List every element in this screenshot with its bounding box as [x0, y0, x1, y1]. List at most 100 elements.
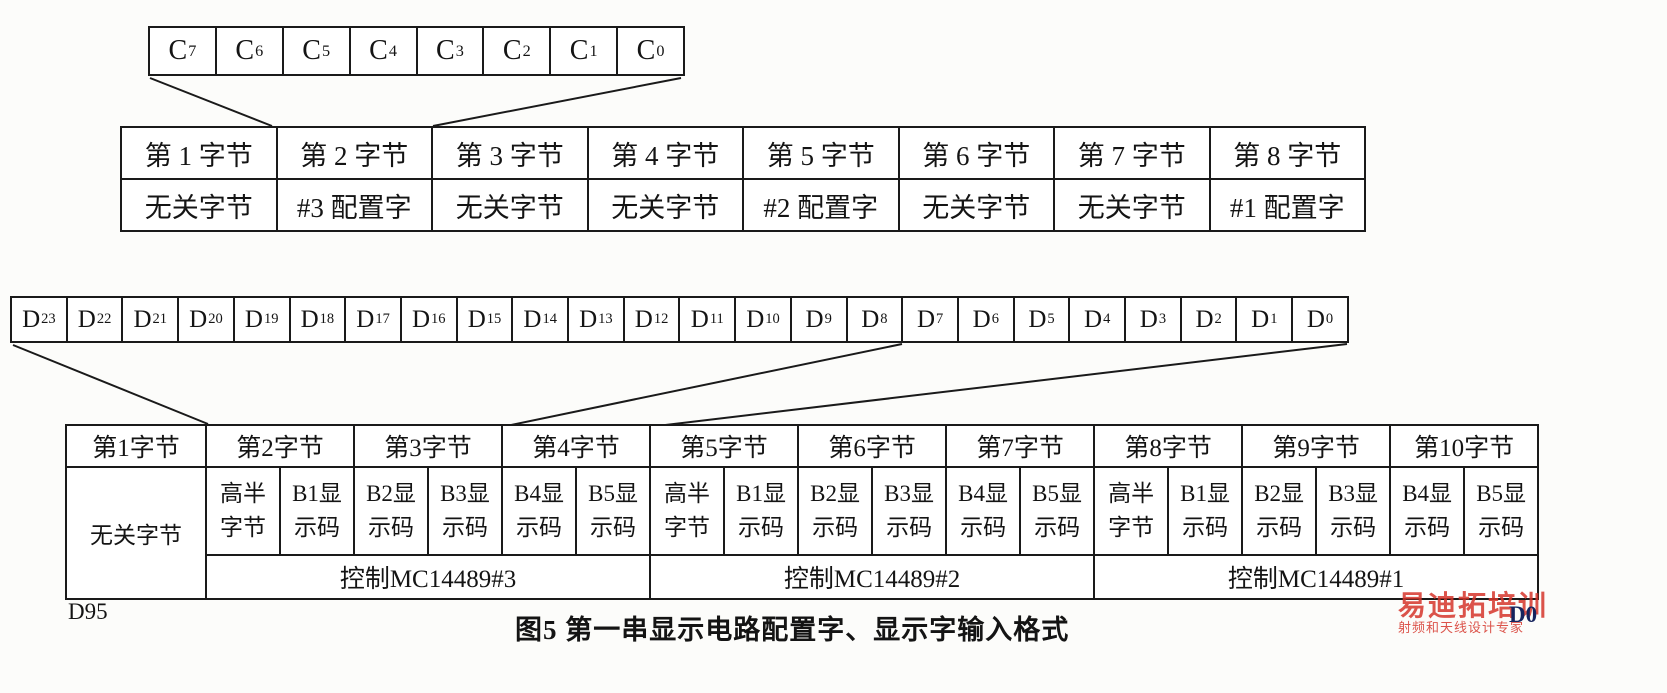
table-cell: 高半字节: [649, 466, 726, 556]
bit-base: D: [579, 305, 598, 333]
bit-sub: 20: [208, 311, 223, 328]
bit-sub: 16: [431, 311, 446, 328]
bit-sub: 8: [880, 311, 888, 328]
bit-sub: 12: [653, 311, 669, 328]
table-cell: B2显示码: [353, 466, 430, 556]
table-cell: 第 7 字节: [1053, 126, 1211, 180]
bit-sub: 2: [522, 41, 531, 60]
table-cell: 第5字节: [649, 424, 800, 468]
table-cell: 控制MC14489#2: [649, 554, 1096, 600]
cell-line: B4显: [958, 480, 1008, 506]
bit-sub: 5: [1047, 311, 1055, 328]
cell-line: B5显: [588, 480, 638, 506]
page-label-right: D0: [1509, 602, 1538, 627]
table-cell: B3显示码: [1315, 466, 1392, 556]
cell-line: B2显: [810, 480, 860, 506]
table-cell: 无关字节: [897, 178, 1055, 232]
cell-line: 字节: [664, 515, 711, 540]
table-cell: 高半字节: [1093, 466, 1170, 556]
bit-base: D: [189, 305, 208, 333]
cell-line: B1显: [292, 480, 342, 506]
display-byte-table: 第1字节 第2字节 第3字节 第4字节 第5字节 第6字节 第7字节 第8字节 …: [65, 424, 1540, 600]
cell-line: 示码: [886, 515, 933, 540]
table-cell: 第10字节: [1389, 424, 1540, 468]
table-cell: 第7字节: [945, 424, 1096, 468]
cell-line: 示码: [1330, 515, 1377, 540]
table-cell: 第8字节: [1093, 424, 1244, 468]
bit-sub: 17: [375, 311, 390, 328]
table-cell: 控制MC14489#3: [204, 554, 652, 600]
table-cell: 第 2 字节: [275, 126, 433, 180]
table-cell: B5显示码: [575, 466, 652, 556]
table-cell: B5显示码: [1463, 466, 1540, 556]
table-cell: 第 4 字节: [586, 126, 744, 180]
table-cell: B5显示码: [1019, 466, 1096, 556]
watermark: 易迪拓培训 射频和天线设计专家: [1398, 592, 1588, 635]
bit-sub: 9: [824, 311, 832, 328]
bit-base: D: [1195, 305, 1214, 333]
cell-line: 字节: [1108, 515, 1155, 540]
bit-base: D: [133, 305, 152, 333]
cell-line: 高半: [1108, 480, 1155, 506]
bit-sub: 1: [589, 41, 598, 60]
table-cell: 高半字节: [205, 466, 281, 556]
cell-line: 示码: [590, 515, 637, 540]
cell-line: B4显: [514, 480, 564, 506]
table-row: 第1字节 第2字节 第3字节 第4字节 第5字节 第6字节 第7字节 第8字节 …: [65, 424, 1540, 468]
cell-line: 高半: [220, 480, 266, 506]
cell-line: 示码: [1034, 515, 1081, 540]
config-byte-table: 第 1 字节 第 2 字节 第 3 字节 第 4 字节 第 5 字节 第 6 字…: [120, 126, 1366, 232]
cell-line: 字节: [220, 515, 266, 540]
table-row: 无关字节 #3 配置字 无关字节 无关字节 #2 配置字 无关字节 无关字节 #…: [120, 178, 1366, 232]
bit-base: D: [1251, 305, 1270, 333]
bit-base: D: [746, 305, 765, 333]
bit-base: C: [502, 35, 522, 66]
cell-line: 示码: [812, 515, 859, 540]
bit-base: D: [467, 305, 486, 333]
page-label-left: D95: [68, 599, 108, 624]
cell-line: 示码: [1182, 515, 1229, 540]
table-cell: #3 配置字: [275, 178, 433, 232]
bit-sub: 13: [598, 311, 613, 328]
bit-sub: 5: [321, 41, 331, 60]
table-cell: B2显示码: [797, 466, 874, 556]
bit-base: D: [805, 305, 824, 333]
bit-base: C: [369, 35, 388, 66]
connector-line: [149, 77, 273, 127]
bit-base: C: [235, 35, 255, 66]
cell-line: B5显: [1032, 480, 1082, 506]
connector-line: [432, 77, 682, 127]
watermark-subtitle: 射频和天线设计专家: [1398, 620, 1525, 636]
table-cell: 无关字节: [431, 178, 589, 232]
table-cell: 第9字节: [1241, 424, 1392, 468]
bit-base: D: [1139, 305, 1158, 333]
cell-line: B2显: [1254, 480, 1305, 506]
table-cell: 第 5 字节: [742, 126, 900, 180]
table-cell: B1显示码: [723, 466, 800, 556]
bit-base: D: [634, 305, 653, 333]
table-cell: 第 6 字节: [897, 126, 1055, 180]
bit-base: C: [302, 35, 321, 66]
bit-base: D: [300, 305, 319, 333]
bit-base: D: [916, 305, 935, 333]
bit-base: D: [690, 305, 709, 333]
table-cell: 第 1 字节: [120, 126, 278, 180]
table-cell: B4显示码: [1389, 466, 1466, 556]
